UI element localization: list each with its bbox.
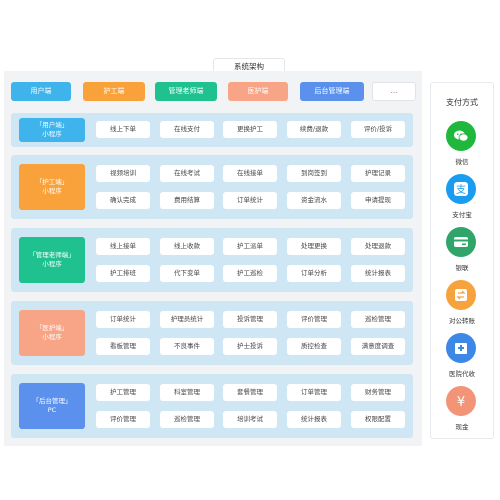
module-label-line: 「医护端」 [35, 324, 69, 332]
module-item[interactable]: 护工排班 [96, 265, 150, 282]
hospital-icon [446, 333, 476, 363]
module-item[interactable]: 满意度调查 [351, 338, 405, 355]
payment-method-1[interactable]: 微信 [431, 121, 493, 166]
page-title: 系统架构 [213, 58, 285, 74]
module-item[interactable]: 统计报表 [351, 265, 405, 282]
module-row-1: 「用户端」小程序线上下单在线支付更换护工续费/退款评价/投诉 [11, 113, 413, 147]
module-item[interactable]: 视频培训 [96, 165, 150, 182]
module-item[interactable]: 护理员统计 [160, 311, 214, 328]
module-label-line: 小程序 [42, 260, 62, 268]
payment-method-label: 现金 [455, 423, 469, 431]
module-label: 「护工端」小程序 [19, 164, 85, 210]
module-item[interactable]: 套餐管理 [223, 384, 277, 401]
module-label: 「后台管理」PC [19, 383, 85, 429]
alipay-icon: 支 [446, 174, 476, 204]
module-label-line: 「管理老师端」 [29, 251, 75, 259]
payment-method-label: 医院代收 [449, 370, 475, 378]
payment-method-label: 对公转账 [449, 317, 475, 325]
module-item[interactable]: 科室管理 [160, 384, 214, 401]
module-item[interactable]: 护工巡检 [223, 265, 277, 282]
module-label: 「医护端」小程序 [19, 310, 85, 356]
transfer-icon [446, 280, 476, 310]
module-item[interactable]: 看板管理 [96, 338, 150, 355]
module-label-line: 「后台管理」 [32, 397, 72, 405]
top-button-5[interactable]: 后台管理端 [300, 82, 364, 101]
module-item[interactable]: 处理更换 [287, 238, 341, 255]
module-item[interactable]: 护工管理 [96, 384, 150, 401]
module-item[interactable]: 在线考试 [160, 165, 214, 182]
module-item[interactable]: 确认完成 [96, 192, 150, 209]
module-item[interactable]: 护士投诉 [223, 338, 277, 355]
more-button[interactable]: ... [372, 82, 416, 101]
wechat-icon [446, 121, 476, 151]
module-item[interactable]: 护工派单 [223, 238, 277, 255]
module-label-line: 小程序 [42, 187, 62, 195]
module-row-2: 「护工端」小程序视频培训在线考试在线接单到岗签到护理记录确认完成费用结算订单统计… [11, 155, 413, 219]
svg-text:支: 支 [456, 184, 466, 196]
payment-method-3[interactable]: 银联 [431, 227, 493, 272]
module-item[interactable]: 申请提现 [351, 192, 405, 209]
module-item[interactable]: 权限配置 [351, 411, 405, 428]
module-item[interactable]: 评价/投诉 [351, 121, 405, 138]
module-item[interactable]: 财务管理 [351, 384, 405, 401]
module-item[interactable]: 订单分析 [287, 265, 341, 282]
module-item[interactable]: 代下变单 [160, 265, 214, 282]
payment-method-label: 银联 [455, 264, 469, 272]
top-button-4[interactable]: 医护端 [228, 82, 288, 101]
module-item[interactable]: 不良事件 [160, 338, 214, 355]
payment-method-4[interactable]: 对公转账 [431, 280, 493, 325]
payment-panel: 支付方式 微信支支付宝银联对公转账医院代收 ¥ 现金 [430, 82, 494, 439]
module-item[interactable]: 巡检管理 [160, 411, 214, 428]
module-item[interactable]: 线上接单 [96, 238, 150, 255]
module-item[interactable]: 巡检管理 [351, 311, 405, 328]
module-item[interactable]: 评价管理 [287, 311, 341, 328]
svg-text:¥: ¥ [457, 395, 465, 409]
payment-method-5[interactable]: 医院代收 [431, 333, 493, 378]
module-item[interactable]: 费用结算 [160, 192, 214, 209]
module-label: 「管理老师端」小程序 [19, 237, 85, 283]
module-label-line: 「护工端」 [35, 178, 69, 186]
module-item[interactable]: 订单管理 [287, 384, 341, 401]
module-item[interactable]: 统计报表 [287, 411, 341, 428]
module-item[interactable]: 更换护工 [223, 121, 277, 138]
payment-method-label: 支付宝 [452, 211, 472, 219]
cash-icon: ¥ [446, 386, 476, 416]
top-button-2[interactable]: 护工端 [83, 82, 145, 101]
module-item[interactable]: 线上收款 [160, 238, 214, 255]
module-item[interactable]: 培训考试 [223, 411, 277, 428]
module-item[interactable]: 质控检查 [287, 338, 341, 355]
module-row-5: 「后台管理」PC 护工管理科室管理套餐管理订单管理财务管理评价管理巡检管理培训考试… [11, 374, 413, 438]
module-label-line: PC [47, 406, 57, 414]
module-label-line: 小程序 [42, 130, 62, 138]
payment-method-2[interactable]: 支支付宝 [431, 174, 493, 219]
module-item[interactable]: 投诉管理 [223, 311, 277, 328]
top-button-1[interactable]: 用户端 [11, 82, 71, 101]
module-item[interactable]: 处理退款 [351, 238, 405, 255]
top-button-3[interactable]: 管理老师端 [155, 82, 217, 101]
module-item[interactable]: 在线支付 [160, 121, 214, 138]
module-item[interactable]: 到岗签到 [287, 165, 341, 182]
module-label: 「用户端」小程序 [19, 118, 85, 142]
module-item[interactable]: 订单统计 [223, 192, 277, 209]
module-label-line: 小程序 [42, 333, 62, 341]
module-item[interactable]: 在线接单 [223, 165, 277, 182]
module-item[interactable]: 线上下单 [96, 121, 150, 138]
payment-method-6[interactable]: ¥ 现金 [431, 386, 493, 431]
module-item[interactable]: 资金流水 [287, 192, 341, 209]
module-row-4: 「医护端」小程序订单统计护理员统计投诉管理评价管理巡检管理看板管理不良事件护士投… [11, 301, 413, 365]
module-item[interactable]: 续费/退款 [287, 121, 341, 138]
module-label-line: 「用户端」 [35, 121, 69, 129]
payment-method-label: 微信 [455, 158, 469, 166]
module-item[interactable]: 订单统计 [96, 311, 150, 328]
module-row-3: 「管理老师端」小程序线上接单线上收款护工派单处理更换处理退款护工排班代下变单护工… [11, 228, 413, 292]
module-item[interactable]: 护理记录 [351, 165, 405, 182]
unionpay-icon [446, 227, 476, 257]
payment-title: 支付方式 [446, 98, 478, 107]
module-item[interactable]: 评价管理 [96, 411, 150, 428]
